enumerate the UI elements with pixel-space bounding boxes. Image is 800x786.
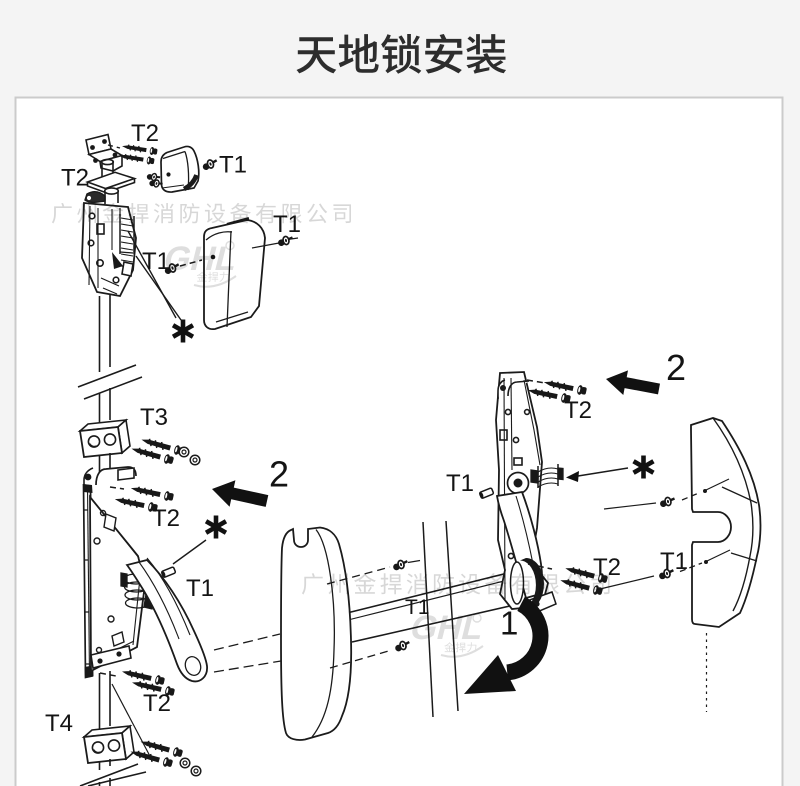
svg-text:GHL: GHL [160,240,241,277]
svg-text:T1: T1 [219,152,247,179]
svg-text:T1: T1 [446,470,474,497]
svg-text:1: 1 [500,605,518,642]
svg-text:T1: T1 [273,211,301,238]
svg-text:T2: T2 [131,120,159,147]
svg-text:T3: T3 [140,404,168,431]
svg-text:2: 2 [666,347,686,388]
svg-text:T2: T2 [564,397,592,424]
svg-text:T1: T1 [405,596,430,619]
svg-text:2: 2 [269,454,289,495]
svg-text:T2: T2 [61,165,89,192]
svg-text:T1: T1 [186,575,214,602]
svg-text:T2: T2 [152,505,180,532]
svg-text:T2: T2 [593,554,621,581]
svg-text:T4: T4 [45,710,73,737]
svg-text:T2: T2 [143,690,171,717]
